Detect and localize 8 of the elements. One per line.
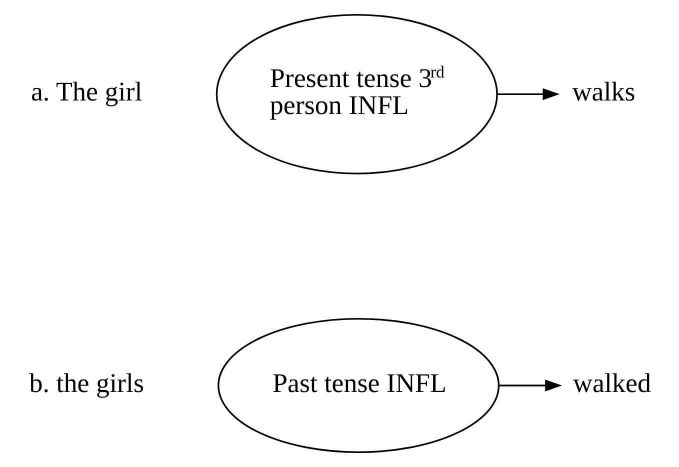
node-text: walks — [572, 76, 635, 107]
node-ellipse: Present tense 3$^{rd}$ person INFL — [215, 14, 498, 174]
node-text: walked — [572, 368, 651, 398]
label: a. The girl — [30, 76, 142, 107]
label: b. the girls — [28, 368, 144, 398]
arrow — [497, 88, 560, 100]
node-ellipse: Past tense INFL — [217, 318, 500, 454]
arrow — [498, 380, 562, 392]
